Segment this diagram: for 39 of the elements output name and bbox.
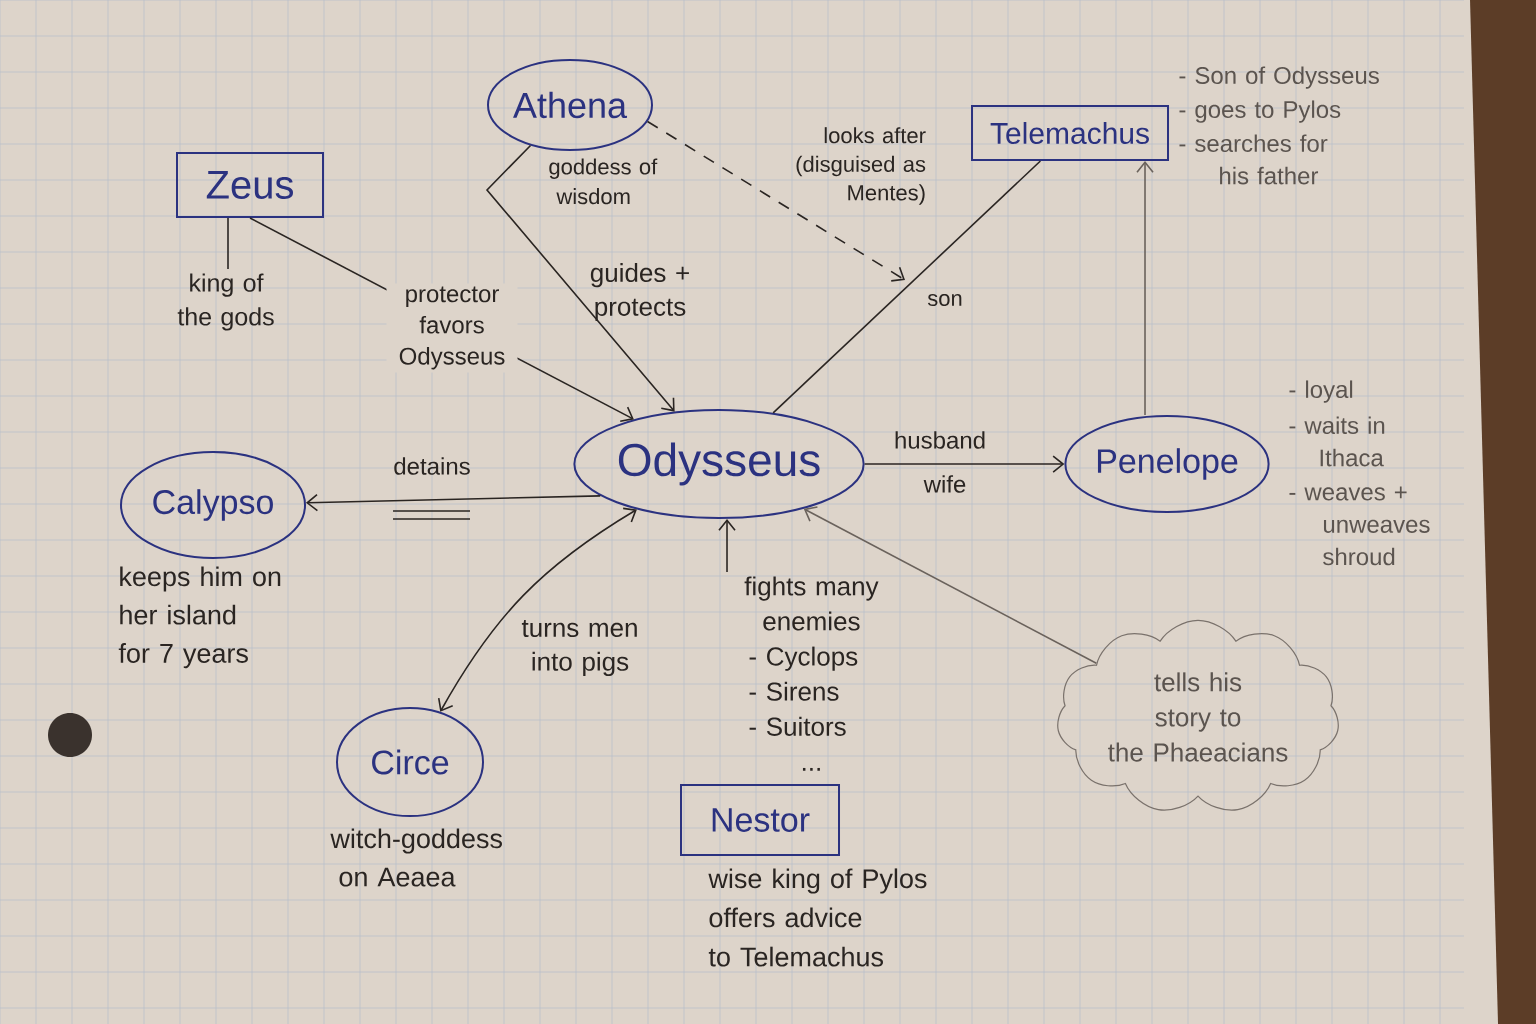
arrow <box>863 455 1065 473</box>
note-text: fights many enemies - Cyclops - Sirens - Suitors ... <box>744 576 879 771</box>
edge-label: protector favors Odysseus <box>386 283 518 373</box>
oval-node: Athena <box>487 59 653 151</box>
note-text: wise king of Pylos offers advice to Telemachus <box>708 868 927 967</box>
note-text: wife <box>923 475 966 493</box>
edge-label: turns men into pigs <box>521 620 637 676</box>
note-text: - loyal <box>1289 380 1353 403</box>
double-headed-arrow <box>437 507 637 712</box>
box-node: Telemachus <box>971 105 1169 161</box>
note-text: keeps him on her island for 7 years <box>118 566 281 669</box>
note-text: goddess of wisdom <box>549 158 658 205</box>
cloud-node: tells his story to the Phaeacians <box>1057 619 1339 811</box>
edge-label: detains <box>394 457 470 475</box>
arrow <box>485 144 675 412</box>
edge-label: son <box>927 294 962 307</box>
edge-label: husband <box>895 431 985 449</box>
oval-node: Calypso <box>120 451 306 559</box>
note-text: witch-goddess on Aeaea <box>330 828 502 887</box>
arrow <box>718 519 736 573</box>
note-text: - Son of Odysseus <box>1179 66 1379 89</box>
oval-node: Odysseus <box>573 409 865 519</box>
edge-label: looks after (disguised as Mentes) <box>796 127 926 205</box>
dashed-arrow <box>646 120 905 282</box>
connector-line <box>772 160 1042 414</box>
edge-label: guides + protects <box>590 263 689 321</box>
arrow <box>305 493 602 512</box>
arrow <box>803 506 1098 665</box>
arrow <box>1136 161 1154 416</box>
note-text: - searches for his father <box>1179 134 1328 185</box>
leader-line <box>227 217 229 270</box>
note-text: - weaves + unweaves shroud <box>1289 486 1430 566</box>
oval-node: Circe <box>336 707 484 817</box>
note-text: - goes to Pylos <box>1179 100 1341 123</box>
note-text: - waits in Ithaca <box>1289 416 1385 467</box>
box-node: Zeus <box>176 152 324 218</box>
box-node: Nestor <box>680 784 840 856</box>
oval-node: Penelope <box>1064 415 1270 513</box>
note-text: king of the gods <box>177 273 274 331</box>
